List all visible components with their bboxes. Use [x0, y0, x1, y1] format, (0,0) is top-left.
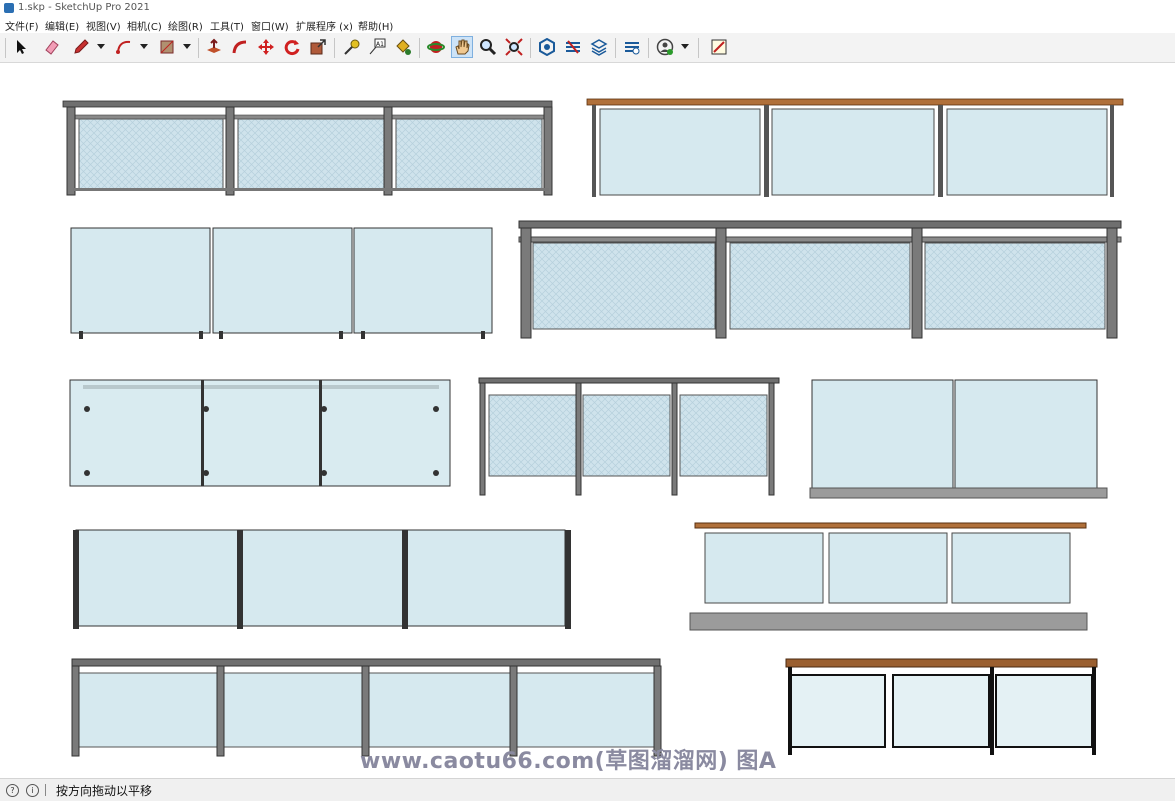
zoom-tool-button[interactable] [477, 36, 499, 58]
scale-tool-button[interactable] [307, 36, 329, 58]
toolbar-grip [5, 38, 6, 58]
3d-warehouse-button[interactable] [536, 36, 558, 58]
select-arrow-icon [17, 40, 26, 54]
rectangle-icon [160, 40, 174, 54]
components-button[interactable] [562, 36, 584, 58]
pencil-dropdown-caret[interactable] [97, 44, 105, 49]
follow-me-icon [232, 40, 247, 54]
paint-bucket-tool-button[interactable] [392, 36, 414, 58]
zoom-extents-icon [505, 38, 523, 56]
user-account-icon [656, 38, 674, 56]
tape-measure-tool-button[interactable] [340, 36, 362, 58]
menu-camera[interactable]: 相机(C) [127, 22, 162, 33]
warehouse-icon [539, 38, 555, 56]
text-tool-button[interactable]: A1 [366, 36, 388, 58]
eraser-tool-button[interactable] [41, 36, 63, 58]
status-divider [45, 784, 46, 796]
move-tool-button[interactable] [255, 36, 277, 58]
railing-model-2[interactable] [586, 98, 1124, 197]
eraser-icon [45, 40, 59, 55]
pencil-tool-button[interactable] [70, 36, 92, 58]
menu-edit[interactable]: 编辑(E) [45, 22, 80, 33]
extension-warehouse-button[interactable] [588, 36, 610, 58]
railing-model-4[interactable] [518, 220, 1122, 339]
rotate-tool-button[interactable] [281, 36, 303, 58]
menu-view[interactable]: 视图(V) [86, 22, 121, 33]
scale-icon [310, 39, 326, 55]
layout-icon [625, 42, 640, 55]
orbit-icon [427, 41, 445, 53]
menu-tools[interactable]: 工具(T) [210, 22, 244, 33]
watermark-text: www.caotu66.com(草图溜溜网) 图A [360, 749, 777, 774]
pencil-icon [74, 39, 89, 54]
menu-file[interactable]: 文件(F) [5, 22, 39, 33]
info-icon[interactable]: i [26, 784, 39, 797]
railing-scene[interactable] [3, 63, 1172, 777]
arc-dropdown-caret[interactable] [140, 44, 148, 49]
menu-window[interactable]: 窗口(W) [251, 22, 289, 33]
push-pull-tool-button[interactable] [203, 36, 225, 58]
menu-extensions[interactable]: 扩展程序 (x) [296, 22, 353, 33]
rotate-icon [284, 40, 300, 56]
main-toolbar: A1 [0, 33, 1175, 63]
extension-warehouse-icon [590, 39, 608, 56]
railing-model-11[interactable] [785, 658, 1098, 755]
rectangle-tool-button[interactable] [156, 36, 178, 58]
pan-tool-button[interactable] [451, 36, 473, 58]
railing-model-3[interactable] [70, 227, 493, 339]
follow-me-tool-button[interactable] [229, 36, 251, 58]
arc-icon [116, 40, 131, 54]
model-viewport[interactable] [3, 63, 1172, 777]
status-hint: 按方向拖动以平移 [56, 784, 153, 798]
title-bar: 1.skp - SketchUp Pro 2021 [0, 0, 1175, 17]
railing-model-10[interactable] [71, 658, 662, 757]
pan-hand-icon [455, 39, 470, 55]
push-pull-icon [207, 38, 221, 53]
text-label-icon: A1 [369, 38, 386, 55]
status-bar: ? i 按方向拖动以平移 [0, 778, 1175, 801]
zoom-magnifier-icon [480, 39, 497, 56]
window-title: 1.skp - SketchUp Pro 2021 [18, 2, 150, 13]
menu-draw[interactable]: 绘图(R) [168, 22, 203, 33]
layout-button[interactable] [621, 36, 643, 58]
menu-bar: 文件(F) 编辑(E) 视图(V) 相机(C) 绘图(R) 工具(T) 窗口(W… [0, 17, 1175, 33]
railing-model-5[interactable] [69, 379, 451, 487]
svg-text:A1: A1 [376, 41, 384, 48]
railing-model-9[interactable] [689, 522, 1088, 631]
paint-bucket-icon [396, 39, 411, 55]
railing-model-7[interactable] [809, 379, 1108, 499]
arc-tool-button[interactable] [113, 36, 135, 58]
section-plane-icon [711, 39, 727, 55]
components-icon [566, 40, 580, 54]
zoom-extents-tool-button[interactable] [503, 36, 525, 58]
railing-model-1[interactable] [62, 100, 553, 196]
section-plane-button[interactable] [708, 36, 730, 58]
account-button[interactable] [654, 36, 676, 58]
orbit-tool-button[interactable] [425, 36, 447, 58]
tape-measure-icon [344, 39, 360, 55]
railing-model-8[interactable] [73, 529, 571, 629]
move-arrows-icon [258, 39, 274, 55]
rectangle-dropdown-caret[interactable] [183, 44, 191, 49]
railing-model-6[interactable] [478, 377, 780, 496]
sketchup-app-icon [4, 3, 14, 13]
menu-help[interactable]: 帮助(H) [358, 22, 394, 33]
select-tool-button[interactable] [10, 36, 32, 58]
account-dropdown-caret[interactable] [681, 44, 689, 49]
geo-location-icon[interactable]: ? [6, 784, 19, 797]
